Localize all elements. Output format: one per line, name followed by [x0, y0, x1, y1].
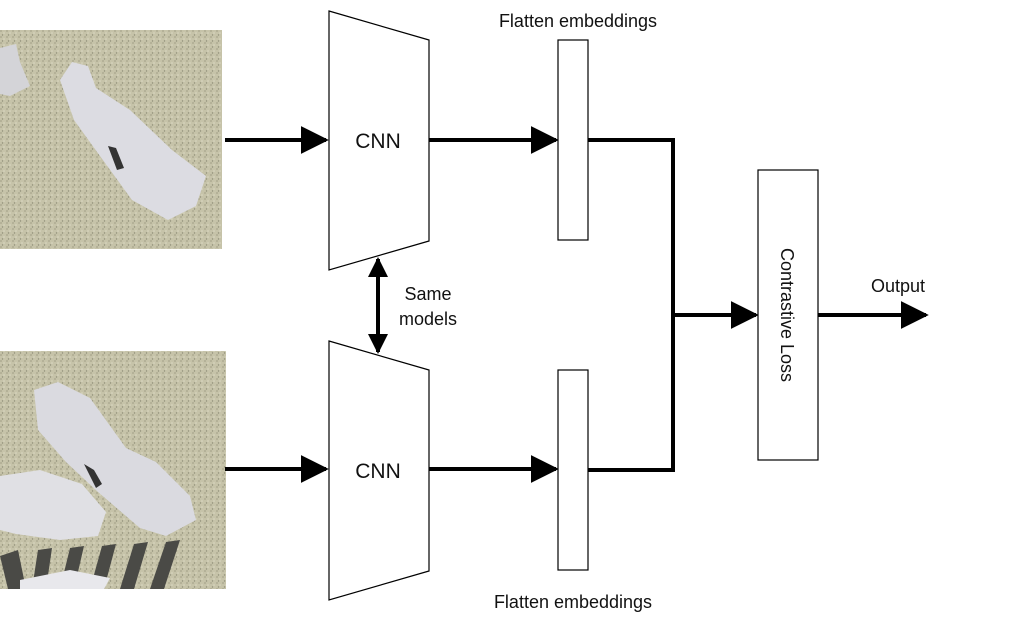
embedding-vector-top — [557, 39, 589, 241]
cnn-label-bottom: CNN — [355, 460, 401, 483]
embeddings-label-bottom: Flatten embeddings — [494, 592, 652, 612]
pig-photo-bottom — [0, 351, 226, 589]
shared-weights-label-line1: Same — [404, 284, 451, 304]
pig-photo-top — [0, 30, 222, 249]
contrastive-loss-label: Contrastive Loss — [777, 248, 797, 382]
embedding-vector-bottom — [557, 369, 589, 571]
cnn-encoder-top: CNN — [328, 10, 430, 271]
connector-embedding-top — [588, 138, 675, 315]
cnn-encoder-bottom: CNN — [328, 340, 430, 601]
connector-embedding-bottom — [588, 315, 675, 472]
embeddings-label-top: Flatten embeddings — [499, 11, 657, 31]
cnn-label-top: CNN — [355, 130, 401, 153]
output-label: Output — [871, 276, 925, 296]
contrastive-loss-box: Contrastive Loss — [757, 169, 819, 461]
shared-weights-label-line2: models — [399, 309, 457, 329]
